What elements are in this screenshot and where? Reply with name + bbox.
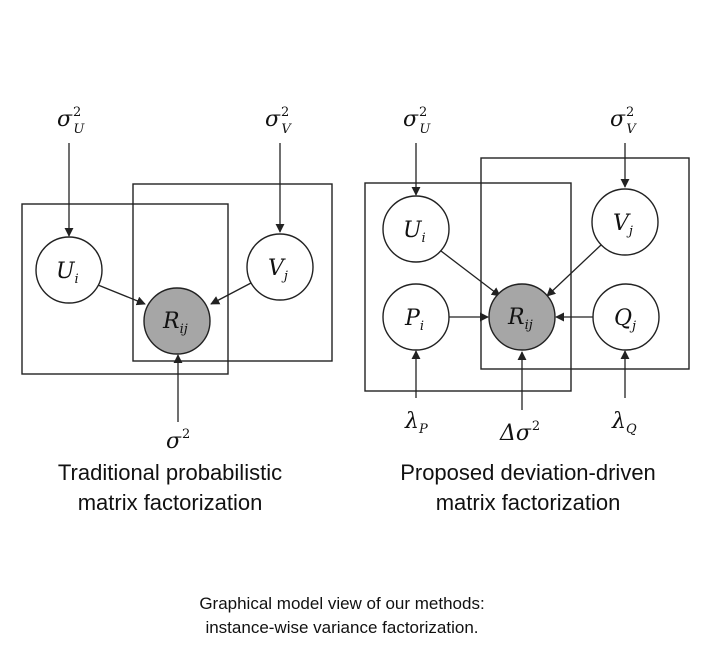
left-panel-caption-line2: matrix factorization — [77, 490, 263, 515]
left-edge-v-to-r — [210, 282, 252, 305]
left-label-u: Ui — [56, 259, 79, 287]
right-panel-caption: Proposed deviation-driven matrix factori… — [368, 458, 688, 518]
right-node-u — [382, 195, 450, 263]
right-panel-caption-line2: matrix factorization — [435, 490, 621, 515]
right-node-v — [591, 188, 659, 256]
left-plate-items — [132, 183, 333, 362]
right-label-lambda-q: λQ — [611, 409, 637, 437]
right-label-lambda-p: λP — [404, 409, 428, 437]
right-label-delta-sigma: Δσ2 — [499, 419, 540, 446]
left-node-r-observed — [143, 287, 211, 355]
left-edge-u-to-r — [97, 284, 146, 306]
right-panel-caption-line1: Proposed deviation-driven — [400, 460, 656, 485]
left-panel-caption: Traditional probabilistic matrix factori… — [10, 458, 330, 518]
figure-caption-line2: instance-wise variance factorization. — [205, 618, 479, 637]
left-plate-users — [21, 203, 229, 375]
left-label-v: Vj — [268, 256, 288, 284]
left-label-sigma: σ2 — [166, 427, 190, 454]
right-edge-u-to-r — [440, 250, 501, 297]
figure-caption: Graphical model view of our methods: ins… — [82, 592, 602, 640]
right-label-v: Vj — [613, 211, 633, 239]
figure-caption-line1: Graphical model view of our methods: — [199, 594, 485, 613]
right-label-r: Rij — [507, 305, 533, 333]
right-node-r-observed — [488, 283, 556, 351]
left-panel-caption-line1: Traditional probabilistic — [57, 460, 283, 485]
right-label-q: Qj — [614, 306, 636, 334]
right-node-q — [592, 283, 660, 351]
right-edge-v-to-r — [546, 244, 602, 297]
left-label-r: Rij — [162, 309, 188, 337]
right-label-p: Pi — [404, 306, 424, 334]
left-node-v — [246, 233, 314, 301]
right-plate-users — [364, 182, 572, 392]
right-plate-items — [480, 157, 690, 370]
left-node-u — [35, 236, 103, 304]
right-node-p — [382, 283, 450, 351]
right-label-u: Ui — [403, 218, 426, 246]
